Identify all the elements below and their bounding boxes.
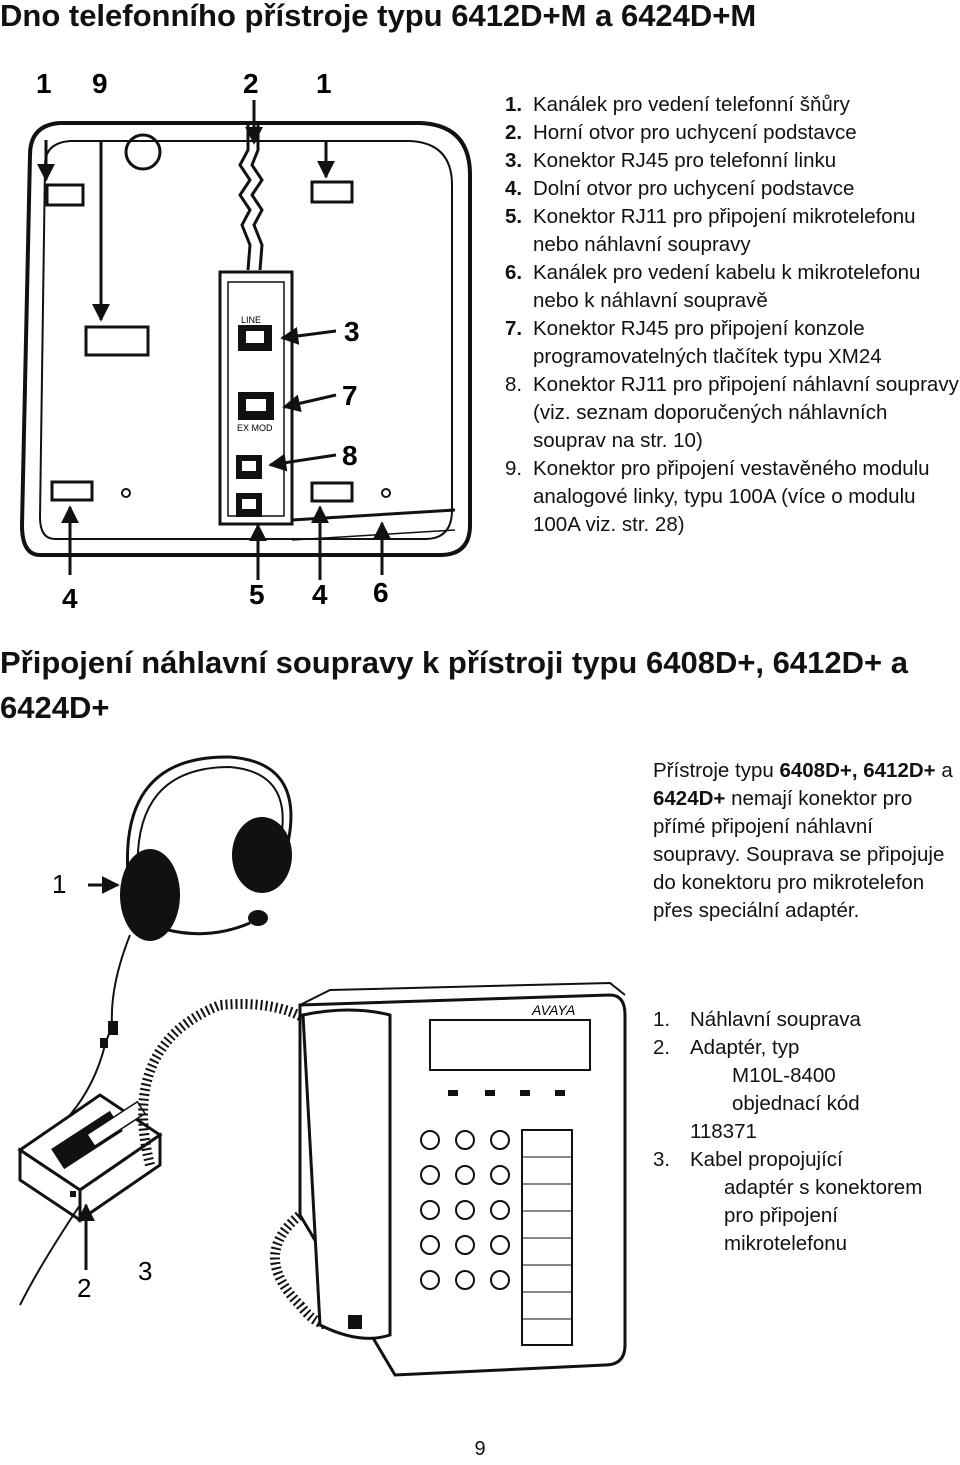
section-title-phone-bottom: Dno telefonního přístroje typu 6412D+M a… (0, 0, 757, 33)
phone-bottom-diagram: LINE EX MOD 1 9 2 1 3 7 8 4 5 4 6 (19, 68, 472, 614)
callout-3: 3 (138, 1256, 152, 1286)
list-item: 1.Kanálek pro vedení telefonní šňůry (505, 93, 850, 116)
list-item: 6.Kanálek pro vedení kabelu k mikrotelef… (505, 261, 921, 312)
headset-cord (69, 934, 131, 1116)
display (429, 1019, 591, 1071)
section-title-headset: Připojení náhlavní soupravy k přístroji … (0, 645, 908, 725)
list-item: 2.Horní otvor pro uchycení podstavce (505, 121, 857, 144)
page-number: 9 (474, 1438, 486, 1460)
headset-connection-illustration: AVAYA 1 2 3 (17, 755, 627, 1377)
callout-9: 9 (92, 68, 108, 99)
callout-1-right: 1 (316, 68, 332, 99)
callout-8: 8 (342, 440, 358, 471)
headset-description: Přístroje typu 6408D+, 6412D+ a 6424D+ n… (653, 759, 953, 922)
callout-1-left: 1 (36, 68, 52, 99)
port-label-line: LINE (241, 315, 261, 325)
channel-6 (291, 508, 456, 522)
phone-set: AVAYA (298, 981, 627, 1377)
phone-body-inner (38, 140, 453, 540)
callout-7: 7 (342, 380, 358, 411)
list-item: 3.Konektor RJ45 pro telefonní linku (505, 149, 837, 172)
callout-4-right: 4 (312, 579, 328, 610)
list-item: 1. Náhlavní souprava (653, 1008, 861, 1031)
earpiece-left (120, 849, 180, 941)
handset (301, 1008, 392, 1340)
list-item: 2. Adaptér, typ M10L-8400 objednací kód … (653, 1036, 860, 1143)
list-item: 5.Konektor RJ11 pro připojení mikrotelef… (505, 205, 916, 256)
mount-hole-circle (124, 133, 162, 171)
callout-2: 2 (77, 1273, 91, 1303)
slot-9 (84, 325, 150, 357)
slot-4-right (310, 481, 354, 503)
slot-1-right (310, 180, 354, 204)
callout-1: 1 (52, 869, 66, 899)
slot-1-left (45, 183, 85, 207)
bottom-parts-list: 1.Kanálek pro vedení telefonní šňůry 2.H… (505, 91, 960, 539)
list-item: 8.Konektor RJ11 pro připojení náhlavní s… (505, 373, 959, 452)
callout-5: 5 (249, 579, 265, 610)
callout-4-left: 4 (62, 583, 78, 614)
brand-logo: AVAYA (531, 1002, 575, 1018)
port-label-exmod: EX MOD (237, 423, 273, 433)
microphone (248, 910, 268, 926)
phone-body-outline (19, 121, 472, 557)
callout-3: 3 (344, 316, 360, 347)
list-item: 3. Kabel propojující adaptér s konektore… (653, 1148, 923, 1255)
callout-2: 2 (243, 68, 259, 99)
cord-channel (238, 123, 252, 271)
mic-boom (167, 921, 251, 936)
slot-4-left (50, 480, 94, 502)
callout-6: 6 (373, 577, 389, 608)
list-item: 4.Dolní otvor pro uchycení podstavce (505, 177, 855, 200)
earpiece-right (232, 817, 292, 893)
headset-parts-list: 1. Náhlavní souprava 2. Adaptér, typ M10… (653, 1006, 960, 1258)
list-item: 7.Konektor RJ45 pro připojení konzole pr… (505, 317, 882, 368)
list-item: 9.Konektor pro připojení vestavěného mod… (505, 457, 930, 536)
headband (125, 755, 293, 876)
